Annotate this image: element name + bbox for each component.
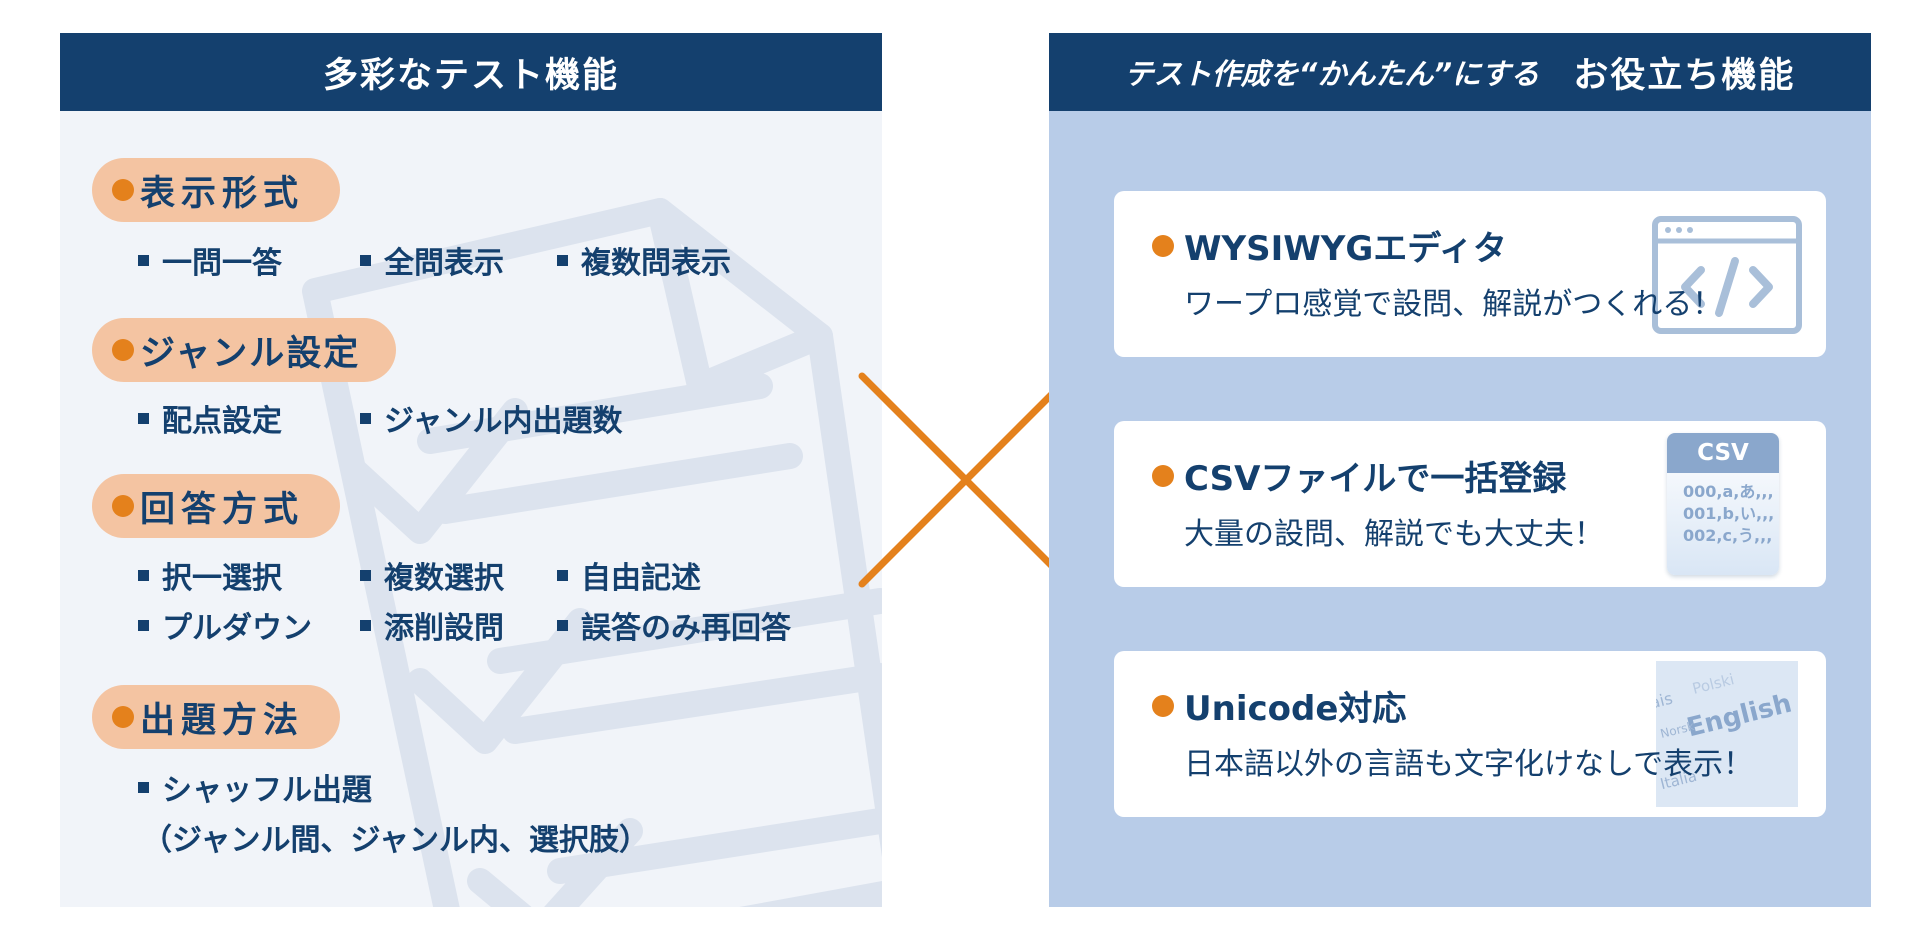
bullet-dot-icon bbox=[112, 706, 134, 728]
document-checklist-icon bbox=[302, 198, 882, 907]
language-word: ais bbox=[1656, 688, 1675, 713]
feature-desc: 日本語以外の言語も文字化けなしで表示！ bbox=[1184, 747, 1754, 782]
csv-line: 000,a,あ,,, bbox=[1683, 482, 1774, 501]
list-item-label: 添削設問 bbox=[384, 611, 504, 646]
list-item-label: 誤答のみ再回答 bbox=[581, 611, 791, 646]
csv-line: 001,b,い,,, bbox=[1683, 504, 1775, 523]
right-panel-subtitle: テスト作成を“かんたん”にする bbox=[1124, 57, 1540, 91]
square-bullet-icon bbox=[138, 619, 149, 631]
cross-icon bbox=[858, 372, 1074, 588]
right-panel-title: お役立ち機能 bbox=[1573, 55, 1796, 96]
square-bullet-icon bbox=[360, 619, 371, 631]
feature-title-text: WYSIWYGエディタ bbox=[1184, 229, 1507, 269]
feature-title: Unicode対応 bbox=[1152, 681, 1406, 730]
section-genre-settings: ジャンル設定 bbox=[92, 318, 397, 382]
language-word: English bbox=[1683, 688, 1795, 744]
list-item: 一問一答 bbox=[138, 238, 360, 282]
item-row: 択一選択 複数選択 自由記述 bbox=[138, 553, 701, 597]
feature-desc: ワープロ感覚で設問、解説がつくれる！ bbox=[1184, 287, 1723, 322]
square-bullet-icon bbox=[360, 569, 371, 581]
feature-card-unicode: ais Polski English Norsk Italia Unicode対… bbox=[1114, 651, 1826, 817]
feature-title: CSVファイルで一括登録 bbox=[1152, 451, 1566, 500]
list-item: 添削設問 bbox=[360, 603, 557, 647]
bullet-dot-icon bbox=[1152, 464, 1174, 487]
browser-code-icon bbox=[1652, 216, 1802, 334]
list-item-label: 複数選択 bbox=[384, 561, 504, 596]
square-bullet-icon bbox=[138, 254, 149, 266]
square-bullet-icon bbox=[557, 254, 568, 266]
item-row: シャッフル出題 bbox=[138, 765, 372, 809]
list-item: 複数問表示 bbox=[557, 238, 731, 282]
list-item-label: シャッフル出題 bbox=[162, 773, 372, 808]
section-answer-method: 回答方式 bbox=[92, 474, 341, 538]
csv-label: CSV bbox=[1667, 433, 1779, 473]
square-bullet-icon bbox=[557, 569, 568, 581]
list-item: 配点設定 bbox=[138, 396, 360, 440]
list-item: プルダウン bbox=[138, 603, 360, 647]
list-item-label: プルダウン bbox=[162, 611, 312, 646]
feature-title-text: CSVファイルで一括登録 bbox=[1184, 459, 1567, 499]
square-bullet-icon bbox=[360, 254, 371, 266]
section-question-method: 出題方法 bbox=[92, 685, 341, 749]
list-item-label: 全問表示 bbox=[384, 246, 504, 281]
csv-file-icon: CSV 000,a,あ,,, 001,b,い,,, 002,c,う,,, bbox=[1667, 433, 1779, 575]
section-heading: ジャンル設定 bbox=[140, 333, 361, 374]
list-item-label: 複数問表示 bbox=[581, 246, 731, 281]
item-row: 配点設定 ジャンル内出題数 bbox=[138, 396, 623, 440]
list-item-label: 択一選択 bbox=[162, 561, 282, 596]
languages-icon: ais Polski English Norsk Italia bbox=[1656, 661, 1798, 807]
section-heading: 出題方法 bbox=[140, 700, 305, 741]
feature-title-text: Unicode対応 bbox=[1184, 689, 1407, 729]
left-panel-title: 多彩なテスト機能 bbox=[322, 55, 619, 96]
list-item: 自由記述 bbox=[557, 553, 701, 597]
square-bullet-icon bbox=[138, 569, 149, 581]
right-panel-header: テスト作成を“かんたん”にする お役立ち機能 bbox=[1049, 33, 1871, 111]
bullet-dot-icon bbox=[1152, 694, 1174, 717]
list-item: 全問表示 bbox=[360, 238, 557, 282]
list-item: 複数選択 bbox=[360, 553, 557, 597]
left-panel-header: 多彩なテスト機能 bbox=[60, 33, 882, 111]
feature-card-csv: CSV 000,a,あ,,, 001,b,い,,, 002,c,う,,, CSV… bbox=[1114, 421, 1826, 587]
section-display-format: 表示形式 bbox=[92, 158, 341, 222]
item-row: 一問一答 全問表示 複数問表示 bbox=[138, 238, 731, 282]
square-bullet-icon bbox=[557, 619, 568, 631]
section-note: （ジャンル間、ジャンル内、選択肢） bbox=[142, 823, 649, 858]
list-item: 誤答のみ再回答 bbox=[557, 603, 791, 647]
section-heading: 回答方式 bbox=[140, 489, 305, 530]
left-panel: 多彩なテスト機能 表示形式 一問一答 全問表示 複数問表示 ジャンル設定 配点設… bbox=[60, 33, 882, 907]
square-bullet-icon bbox=[360, 412, 371, 424]
square-bullet-icon bbox=[138, 412, 149, 424]
feature-card-wysiwyg: WYSIWYGエディタ ワープロ感覚で設問、解説がつくれる！ bbox=[1114, 191, 1826, 357]
square-bullet-icon bbox=[138, 781, 149, 793]
bullet-dot-icon bbox=[112, 495, 134, 517]
bullet-dot-icon bbox=[112, 339, 134, 361]
list-item-label: 一問一答 bbox=[162, 246, 282, 281]
language-word: Polski bbox=[1690, 670, 1737, 698]
bullet-dot-icon bbox=[1152, 234, 1174, 257]
list-item-label: 自由記述 bbox=[581, 561, 701, 596]
feature-desc: 大量の設問、解説でも大丈夫！ bbox=[1184, 517, 1604, 552]
section-heading: 表示形式 bbox=[140, 173, 305, 214]
list-item: シャッフル出題 bbox=[138, 765, 372, 809]
list-item: 択一選択 bbox=[138, 553, 360, 597]
bullet-dot-icon bbox=[112, 179, 134, 201]
right-panel: テスト作成を“かんたん”にする お役立ち機能 WYSIWYGエディタ ワープロ感… bbox=[1049, 33, 1871, 907]
list-item-label: ジャンル内出題数 bbox=[384, 404, 623, 439]
list-item-label: 配点設定 bbox=[162, 404, 282, 439]
item-row: プルダウン 添削設問 誤答のみ再回答 bbox=[138, 603, 791, 647]
feature-title: WYSIWYGエディタ bbox=[1152, 221, 1507, 270]
list-item: ジャンル内出題数 bbox=[360, 396, 623, 440]
csv-line: 002,c,う,,, bbox=[1683, 526, 1773, 545]
